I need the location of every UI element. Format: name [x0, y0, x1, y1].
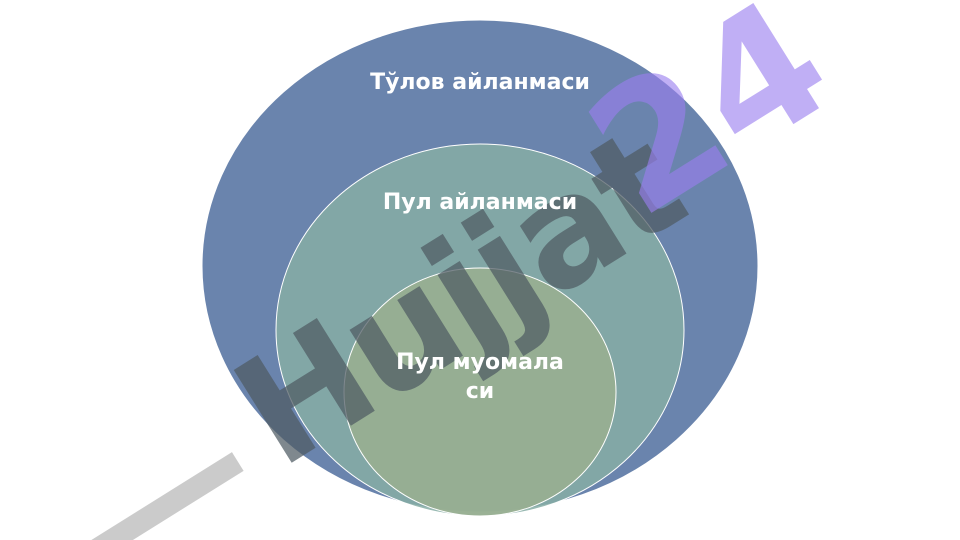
outer-circle-label: Tўлов айланмаси — [370, 70, 590, 95]
inner-circle-label: Пул муомаласи — [396, 350, 564, 404]
middle-circle-label: Пул айланмаси — [382, 190, 578, 215]
inner-circle — [343, 267, 617, 517]
